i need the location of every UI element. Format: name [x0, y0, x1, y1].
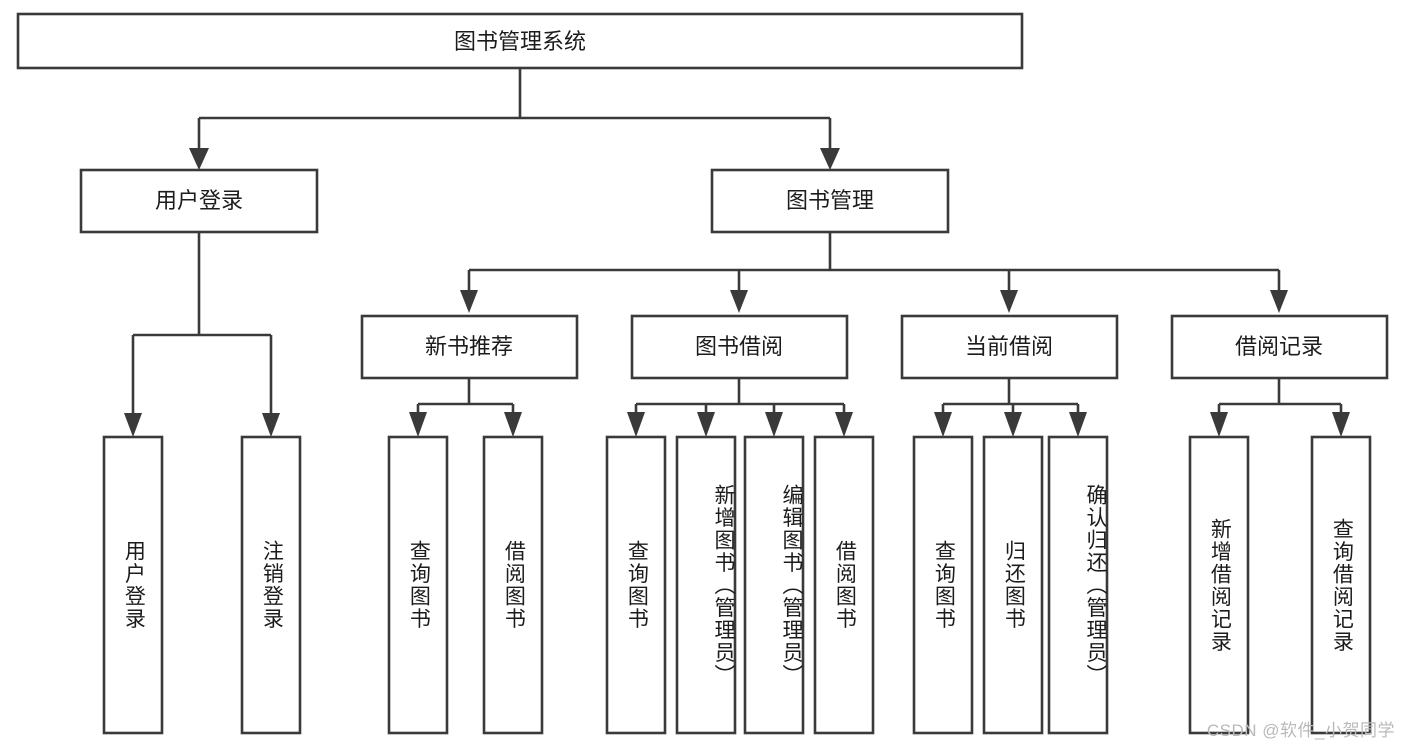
- arrowhead-leaf-confirm-return: [1069, 412, 1087, 437]
- node-borrow-record[interactable]: 借阅记录: [1170, 314, 1389, 380]
- node-book-manage-label: 图书管理: [786, 188, 874, 213]
- node-new-book-recommend-box[interactable]: [360, 314, 579, 380]
- arrowhead-leaf-logout: [262, 413, 280, 437]
- connector-layer: [124, 68, 1350, 437]
- node-book-manage[interactable]: 图书管理: [710, 168, 950, 234]
- node-root[interactable]: 图书管理系统: [16, 12, 1024, 70]
- node-borrow-record-box[interactable]: [1170, 314, 1389, 380]
- node-leaf-query-book-1-box[interactable]: [387, 435, 449, 735]
- arrowhead-leaf-query-book-3: [934, 412, 952, 437]
- arrowhead-current-borrow: [1000, 290, 1018, 313]
- arrowhead-user-login: [189, 148, 209, 170]
- arrowhead-leaf-borrow-book-1: [504, 412, 522, 437]
- node-leaf-add-record-box[interactable]: [1188, 435, 1250, 735]
- arrowhead-borrow-record: [1270, 290, 1288, 313]
- node-leaf-query-book-2-box[interactable]: [605, 435, 667, 735]
- node-leaf-add-book-box[interactable]: [675, 435, 737, 735]
- arrowhead-leaf-borrow-book-2: [835, 412, 853, 437]
- arrowhead-leaf-query-book-2: [627, 412, 645, 437]
- node-user-login[interactable]: 用户登录: [79, 168, 319, 234]
- node-new-book-recommend-label: 新书推荐: [425, 334, 513, 359]
- node-borrow-record-label: 借阅记录: [1235, 334, 1323, 359]
- node-leaf-borrow-book-2-box[interactable]: [813, 435, 875, 735]
- arrowhead-leaf-edit-book: [765, 412, 783, 437]
- node-current-borrow[interactable]: 当前借阅: [900, 314, 1119, 380]
- node-root-label: 图书管理系统: [454, 29, 586, 54]
- node-book-manage-box[interactable]: [710, 168, 950, 234]
- arrowhead-book-manage: [820, 148, 840, 170]
- node-user-login-box[interactable]: [79, 168, 319, 234]
- arrowhead-leaf-user-login: [124, 413, 142, 437]
- node-book-borrow-box[interactable]: [630, 314, 849, 380]
- node-book-borrow-label: 图书借阅: [695, 334, 783, 359]
- arrowhead-leaf-add-record: [1210, 412, 1228, 437]
- arrowhead-leaf-add-book: [697, 412, 715, 437]
- node-root-box[interactable]: [16, 12, 1024, 70]
- arrowhead-leaf-query-book-1: [409, 412, 427, 437]
- node-user-login-label: 用户登录: [155, 188, 243, 213]
- arrowhead-leaf-return-book: [1004, 412, 1022, 437]
- node-book-borrow[interactable]: 图书借阅: [630, 314, 849, 380]
- node-leaf-user-login-box[interactable]: [102, 435, 164, 735]
- node-leaf-return-book-box[interactable]: [982, 435, 1044, 735]
- node-leaf-edit-book-box[interactable]: [743, 435, 805, 735]
- arrowhead-leaf-query-record: [1332, 412, 1350, 437]
- node-leaf-query-record-box[interactable]: [1310, 435, 1372, 735]
- node-current-borrow-label: 当前借阅: [965, 334, 1053, 359]
- arrowhead-book-borrow: [730, 290, 748, 313]
- node-current-borrow-box[interactable]: [900, 314, 1119, 380]
- node-leaf-query-book-3-box[interactable]: [912, 435, 974, 735]
- node-leaf-borrow-book-1-box[interactable]: [482, 435, 544, 735]
- node-leaf-confirm-return-box[interactable]: [1047, 435, 1109, 735]
- arrowhead-new-book-recommend: [460, 290, 478, 313]
- node-leaf-logout-box[interactable]: [240, 435, 302, 735]
- node-new-book-recommend[interactable]: 新书推荐: [360, 314, 579, 380]
- csdn-watermark: CSDN @软件_小贺同学: [1206, 721, 1395, 740]
